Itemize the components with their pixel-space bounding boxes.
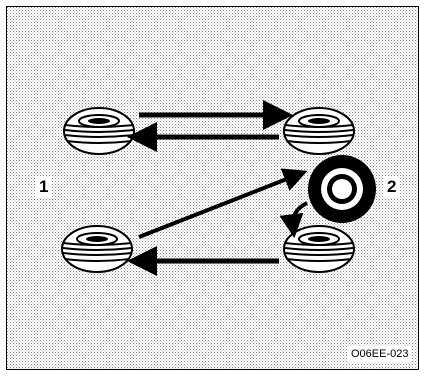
arrow-icon: [138, 168, 308, 239]
figure-code: O06EE-023: [347, 346, 413, 362]
diagram-frame: 1 2 O06EE-023: [6, 6, 419, 370]
tire-icon: [63, 107, 135, 155]
rotation-figure: [61, 100, 376, 276]
tire-icon: [283, 225, 355, 273]
tire-icon: [61, 225, 133, 273]
spare-tire-icon: [308, 155, 376, 223]
step-label-2: 2: [383, 176, 401, 198]
tire-icon: [283, 107, 355, 155]
step-label-1: 1: [35, 176, 53, 198]
arrow-icon: [279, 201, 308, 239]
